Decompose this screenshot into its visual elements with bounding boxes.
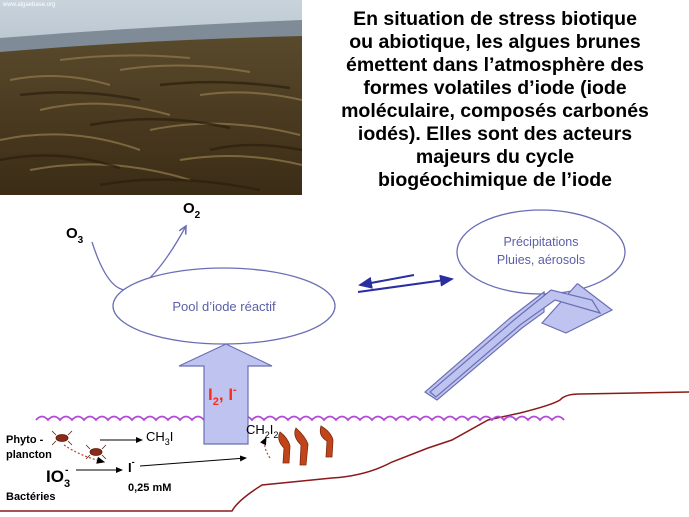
o2-label: O2 <box>183 200 201 221</box>
bacteria-label: Bactéries <box>6 491 56 503</box>
pool-label: Pool d’iode réactif <box>172 299 276 314</box>
exchange-arrow-left <box>360 275 414 285</box>
o3-label: O3 <box>66 225 84 246</box>
phyto-label-1: Phyto - <box>6 434 44 446</box>
precipitation-label-2: Pluies, aérosols <box>497 253 585 267</box>
sea-surface-wave <box>36 417 564 421</box>
io3-label: IO3- <box>46 465 70 490</box>
exchange-arrow-right <box>358 279 452 292</box>
seabed-line <box>0 392 689 511</box>
phyto-label-2: plancton <box>6 449 52 461</box>
ch2i2-dotted-arrow <box>265 438 270 458</box>
deposition-arrow-shaft <box>430 290 600 397</box>
precipitation-label-1: Précipitations <box>503 235 578 249</box>
precipitation-ellipse <box>457 210 625 294</box>
iodide-to-algae-arrow <box>140 458 246 466</box>
iodide-concentration: 0,25 mM <box>128 482 171 494</box>
phytoplankton-icon <box>52 431 106 459</box>
brown-algae-icon <box>279 426 333 465</box>
iodide-label: I- <box>128 457 135 475</box>
ch2i2-label: CH2I2 <box>246 422 278 440</box>
ch3i-label: CH3I <box>146 429 173 447</box>
